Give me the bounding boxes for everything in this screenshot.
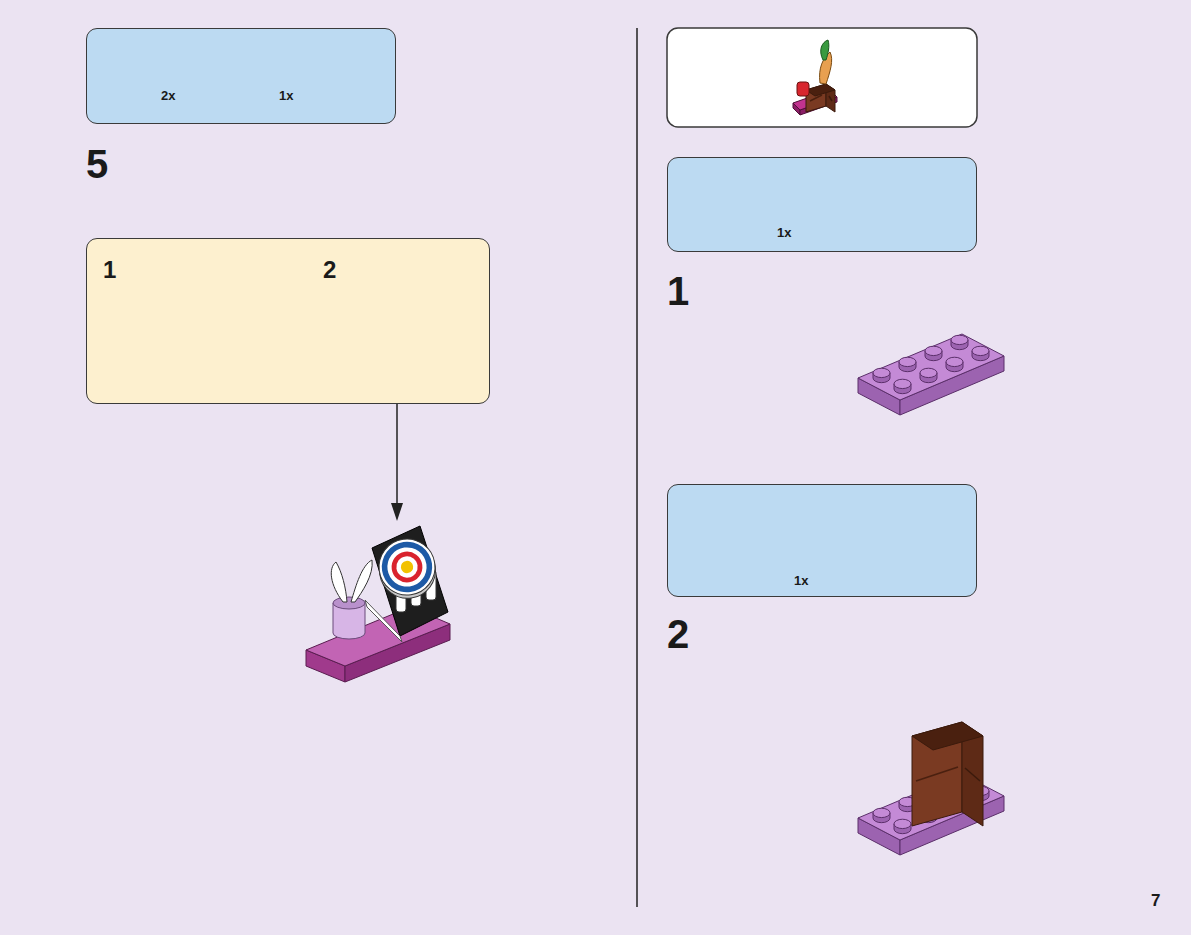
substep-number: 1 <box>103 258 116 282</box>
step-number: 1 <box>667 271 689 311</box>
crate-slat <box>965 768 980 781</box>
crate-slat <box>916 767 958 781</box>
drawing-part <box>395 555 419 579</box>
preview-leaf <box>821 40 829 60</box>
feather <box>351 560 372 602</box>
crate-slat <box>829 96 832 101</box>
part-count: 1x <box>777 226 791 239</box>
parts-list-box: 2x 1x <box>86 28 396 124</box>
parts-list-box: 1x <box>667 157 977 252</box>
stud <box>972 346 989 355</box>
plate-top <box>858 334 1004 400</box>
feather <box>331 562 347 602</box>
cup-top <box>333 597 365 609</box>
stud <box>925 346 942 355</box>
stud <box>951 335 968 344</box>
target <box>375 535 439 602</box>
part-count: 1x <box>279 89 293 102</box>
arrow-head <box>391 503 403 521</box>
crate-opening <box>912 722 983 750</box>
crate-slat <box>810 95 822 101</box>
stud <box>894 819 911 828</box>
preview-box <box>667 28 977 127</box>
part-count: 1x <box>794 574 808 587</box>
drawing-part <box>400 560 414 574</box>
step-number: 2 <box>667 614 689 654</box>
step-number: 5 <box>86 144 108 184</box>
drawing-part <box>375 535 438 598</box>
page-divider <box>636 28 638 907</box>
drawing-part <box>385 545 429 589</box>
drawing-part <box>390 550 425 585</box>
stud <box>873 368 890 377</box>
stud <box>894 379 911 388</box>
placement-arrow <box>396 404 398 505</box>
substep-number: 2 <box>323 258 336 282</box>
drawing-part <box>379 539 436 596</box>
stud <box>920 368 937 377</box>
parts-drawings <box>118 40 1004 855</box>
substep-box: 12 <box>86 238 490 404</box>
stud <box>899 357 916 366</box>
page-number: 7 <box>1151 892 1160 909</box>
stud <box>873 808 890 817</box>
preview-bucket <box>797 82 809 96</box>
stud <box>946 357 963 366</box>
part-count: 2x <box>161 89 175 102</box>
crate-opening <box>806 84 835 96</box>
parts-list-box: 1x <box>667 484 977 597</box>
